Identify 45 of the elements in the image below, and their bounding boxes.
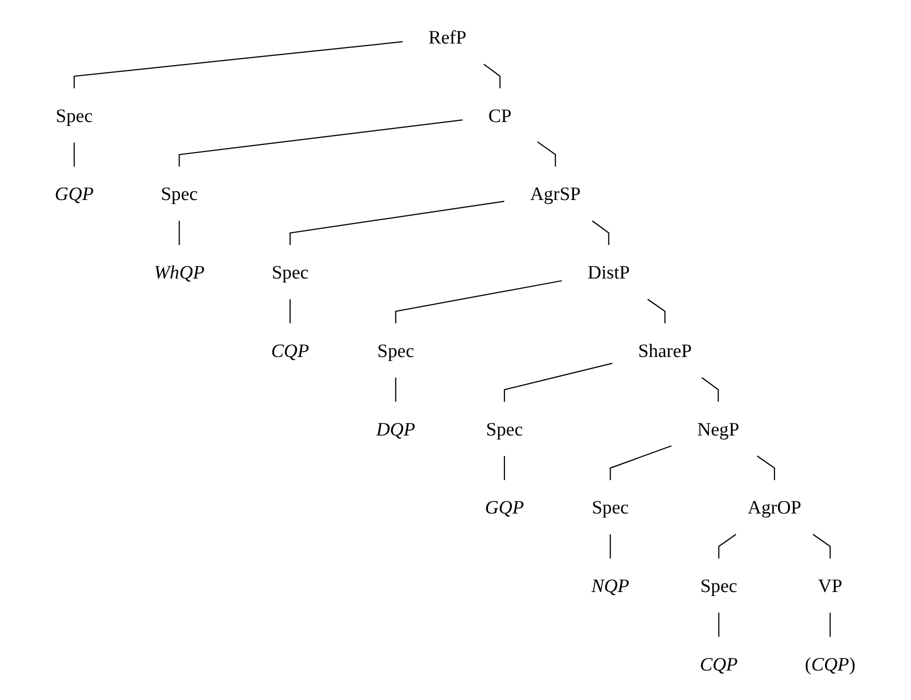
connector [538, 140, 556, 166]
connector [757, 455, 776, 480]
connector [648, 298, 666, 323]
node-text: Spec [272, 260, 309, 282]
node-text: Spec [592, 496, 630, 518]
node-text: GQP [485, 496, 524, 518]
connector [830, 612, 832, 636]
connector [504, 362, 613, 402]
connector [592, 220, 610, 244]
node-text: NQP [592, 574, 630, 596]
node-text: CQP [272, 339, 310, 361]
node-text: Spec [486, 418, 524, 440]
connector [610, 534, 612, 558]
node-text: CQP [700, 652, 738, 674]
connector [179, 118, 464, 166]
node-text: RefP [428, 26, 467, 48]
node-text: VP [818, 574, 843, 596]
connector [610, 444, 672, 480]
connector [74, 142, 76, 166]
connector [74, 40, 404, 88]
connector [718, 612, 720, 636]
node-text: AgrOP [748, 496, 802, 518]
node-text: ShareP [638, 339, 692, 361]
connector [813, 533, 832, 558]
connector [504, 456, 506, 480]
node-text: Spec [161, 182, 198, 204]
connector [484, 63, 501, 88]
connector [718, 533, 737, 558]
node-text: CP [488, 104, 512, 126]
connector [290, 298, 292, 323]
connector [290, 200, 505, 244]
connector [179, 220, 180, 244]
node-text: WhQP [154, 260, 205, 282]
node-text: NegP [698, 418, 740, 440]
node-text: DQP [376, 418, 416, 440]
connector [702, 376, 720, 402]
node-text: AgrSP [530, 182, 582, 204]
node-text: Spec [700, 574, 738, 596]
node-text: DistP [588, 260, 630, 282]
node-text: GQP [55, 182, 94, 204]
connector [396, 377, 397, 402]
node-text: Spec [56, 104, 94, 126]
node-text: Spec [378, 339, 415, 361]
connector [396, 280, 562, 323]
node-text: (CQP) [805, 652, 856, 674]
